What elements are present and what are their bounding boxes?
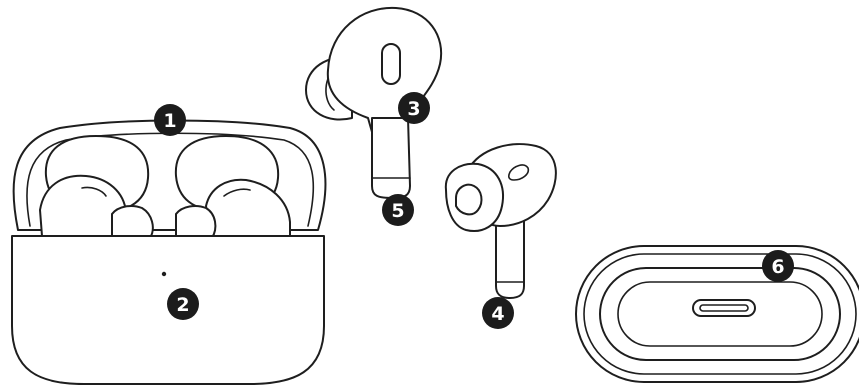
svg-text:6: 6 (771, 256, 784, 278)
svg-text:1: 1 (163, 110, 176, 132)
callout-badge-2: 2 (167, 288, 199, 320)
svg-text:5: 5 (391, 200, 404, 222)
earbud-front-illustration (446, 144, 556, 298)
svg-text:4: 4 (491, 303, 504, 325)
callout-badge-4: 4 (482, 297, 514, 329)
callout-badge-1: 1 (154, 104, 186, 136)
usb-c-port (693, 300, 755, 316)
svg-text:3: 3 (407, 98, 420, 120)
callout-badge-6: 6 (762, 250, 794, 282)
svg-text:2: 2 (176, 294, 189, 316)
callout-badge-5: 5 (382, 194, 414, 226)
case-bottom-usb-c-illustration (576, 246, 859, 382)
charging-case-open-illustration (12, 121, 325, 385)
callout-badge-3: 3 (398, 92, 430, 124)
